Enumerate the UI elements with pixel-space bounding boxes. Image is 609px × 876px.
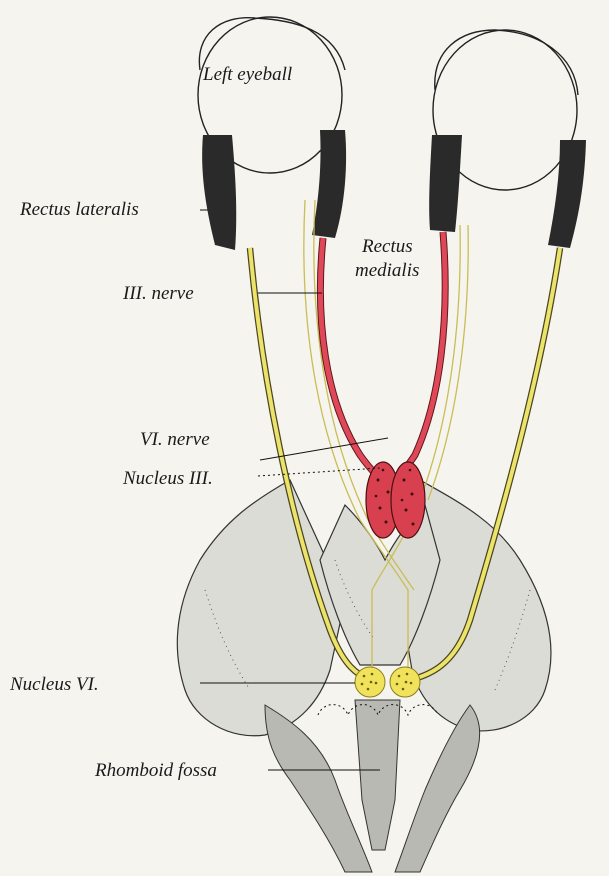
label-rectus-medialis-2: medialis bbox=[355, 260, 419, 281]
leader-nucleus-iii bbox=[258, 468, 380, 476]
left-rectus-medialis-muscle bbox=[312, 130, 346, 238]
label-rectus-medialis-1: Rectus bbox=[361, 236, 413, 257]
nucleus-vi bbox=[355, 667, 420, 697]
right-stalk bbox=[395, 705, 480, 872]
label-rectus-lateralis: Rectus lateralis bbox=[19, 199, 139, 220]
label-nucleus-three: Nucleus III. bbox=[122, 468, 213, 489]
fossa-floor bbox=[355, 700, 400, 850]
left-rectus-lateralis-muscle bbox=[202, 135, 236, 250]
nucleus-iii bbox=[366, 462, 425, 538]
label-sixth-nerve: VI. nerve bbox=[140, 429, 210, 450]
rectus-muscles bbox=[202, 130, 586, 250]
left-stalk bbox=[265, 705, 372, 872]
label-third-nerve: III. nerve bbox=[122, 283, 194, 304]
label-nucleus-six: Nucleus VI. bbox=[9, 674, 99, 695]
right-rectus-medialis-muscle bbox=[429, 135, 462, 232]
label-rhomboid-fossa: Rhomboid fossa bbox=[94, 760, 217, 781]
right-rectus-lateralis-muscle bbox=[548, 140, 586, 248]
label-left-eyeball: Left eyeball bbox=[202, 64, 292, 85]
